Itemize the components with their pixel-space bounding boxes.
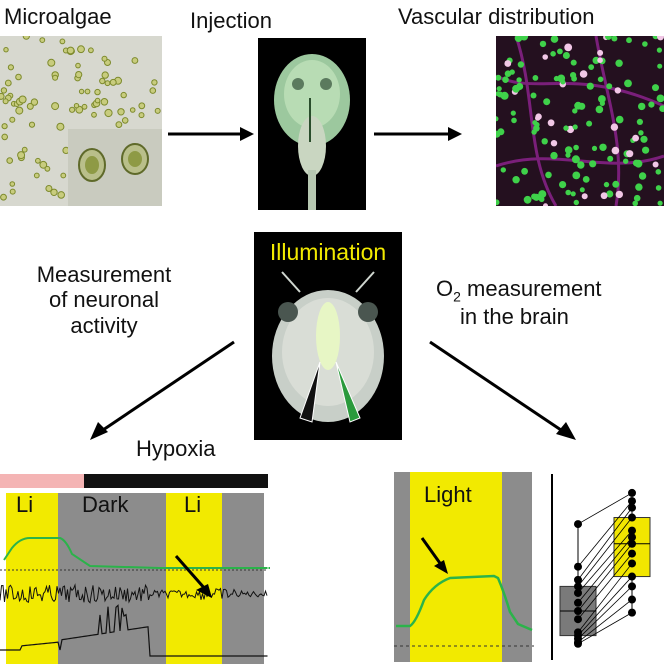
data-point-dark	[574, 575, 582, 584]
neuronal-line-3: activity	[70, 312, 138, 338]
boxplot-panel	[546, 474, 664, 664]
data-point-dark	[574, 582, 582, 591]
data-point-light	[628, 559, 636, 568]
o2-light-band	[410, 472, 502, 662]
paired-line	[577, 586, 633, 640]
o2-symbol: O	[436, 276, 454, 301]
data-point-dark	[574, 639, 582, 648]
o2-dark-band-left	[394, 472, 410, 662]
arrow-to-neuronal-traces	[90, 340, 235, 440]
label-hypoxia: Hypoxia	[136, 436, 216, 461]
arrow-to-o2-traces	[429, 340, 576, 440]
dark-band-2	[222, 492, 264, 664]
o2-line-1: measurement	[460, 276, 602, 301]
o2-trace-green	[3, 537, 270, 569]
neuronal-trace-panel: Li Dark Li	[0, 470, 272, 664]
data-point-dark	[574, 607, 582, 615]
electrophysiology-trace	[0, 583, 268, 604]
paired-line	[577, 517, 633, 587]
o2-line-2: in the brain	[460, 304, 569, 330]
paired-line	[577, 530, 633, 594]
light-band-1	[6, 492, 58, 664]
trace-dark-label: Dark	[82, 492, 129, 517]
data-point-light	[628, 503, 636, 512]
label-neuronal-activity: Measurement of neuronal activity	[14, 262, 194, 338]
arrow-to-vascular	[374, 127, 462, 141]
label-o2-measurement: O2 measurement in the brain	[436, 276, 602, 330]
label-microalgae: Microalgae	[4, 4, 112, 29]
o2-dark-band-right	[502, 472, 532, 662]
data-point-light	[628, 526, 636, 535]
data-point-light	[628, 513, 636, 522]
data-point-light	[628, 608, 636, 617]
data-point-light	[628, 488, 636, 497]
neuronal-line-2: of neuronal	[48, 287, 160, 313]
data-point-dark	[574, 615, 582, 624]
paired-line	[577, 599, 633, 643]
neuronal-line-1: Measurement	[36, 262, 172, 287]
trace-light-label-1: Li	[16, 492, 34, 517]
data-point-light	[628, 595, 636, 604]
hypoxia-bar-pink	[0, 474, 84, 488]
illumination-label: Illumination	[270, 239, 386, 265]
paired-line	[577, 500, 633, 567]
paired-line	[577, 492, 633, 525]
data-point-dark	[574, 562, 582, 571]
data-point-light	[628, 539, 636, 548]
label-vascular-distribution: Vascular distribution	[398, 4, 595, 29]
trace-light-label-2: Li	[184, 492, 202, 517]
paired-line	[577, 507, 633, 581]
paired-line	[577, 543, 633, 612]
paired-line	[577, 612, 633, 645]
data-point-light	[628, 533, 636, 542]
integrated-activity-trace	[0, 604, 268, 657]
paired-line	[577, 563, 633, 633]
data-point-dark	[574, 520, 582, 529]
vascular-image	[496, 36, 664, 206]
data-point-light	[628, 497, 636, 506]
data-point-light	[628, 572, 636, 581]
o2-light-label: Light	[424, 482, 472, 507]
microalgae-image	[0, 36, 162, 206]
data-point-light	[628, 582, 636, 591]
label-injection: Injection	[190, 8, 272, 33]
paired-line	[577, 576, 633, 636]
paired-line	[577, 536, 633, 604]
data-point-dark	[574, 598, 582, 607]
o2-trace-panel: Light	[394, 472, 540, 662]
paired-line	[577, 553, 633, 620]
arrow-indicator	[174, 555, 208, 591]
arrow-to-injection	[168, 127, 254, 141]
data-point-light	[628, 549, 636, 558]
hypoxia-bar-black	[84, 474, 268, 488]
o2-trace-curve	[396, 574, 533, 632]
tadpole-illumination-image: Illumination	[254, 232, 402, 440]
o2-subscript: 2	[453, 288, 461, 305]
data-point-dark	[574, 588, 582, 597]
tadpole-injection-image	[258, 38, 366, 210]
